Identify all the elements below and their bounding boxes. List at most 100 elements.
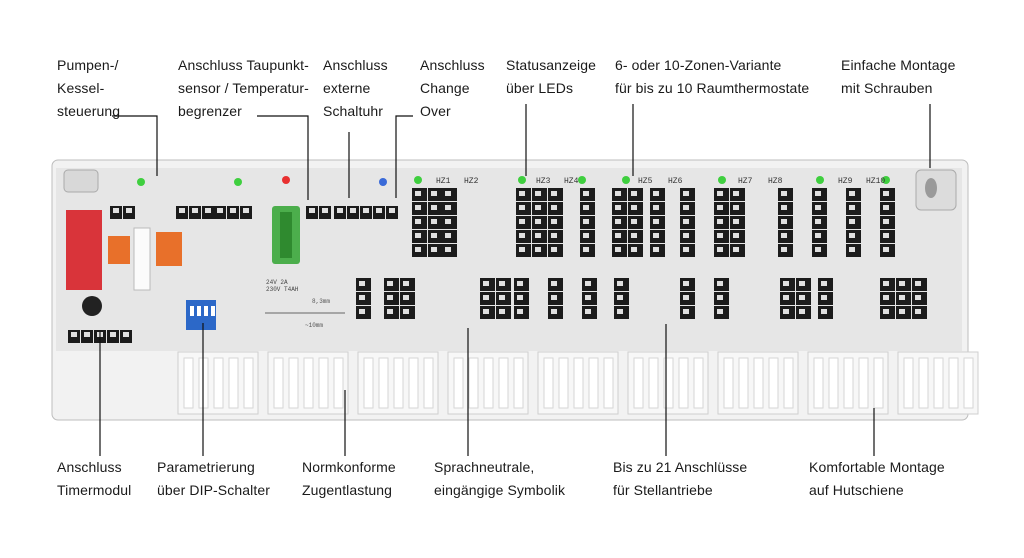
terminal-screw	[615, 247, 621, 252]
terminal-screw	[415, 247, 421, 252]
strain-tooth	[768, 357, 779, 409]
terminal-screw	[389, 208, 395, 213]
terminal-screw	[403, 309, 409, 314]
callout-dip: Parametrierung über DIP-Schalter	[157, 459, 270, 498]
terminal-screw	[535, 191, 541, 196]
strain-tooth	[453, 357, 464, 409]
relay-2	[156, 232, 182, 266]
terminal-screw	[883, 295, 889, 300]
callout-timer-module: Anschluss Timermodul	[57, 459, 132, 498]
terminal-screw	[499, 295, 505, 300]
strain-tooth	[918, 357, 929, 409]
terminal-screw	[363, 208, 369, 213]
terminal-screw	[683, 295, 689, 300]
terminal-screw	[517, 295, 523, 300]
terminal-screw	[783, 295, 789, 300]
terminal-screw	[387, 295, 393, 300]
callout-changeover: Anschluss Change Over	[420, 57, 485, 119]
terminal-screw	[815, 219, 821, 224]
zone-label: HZ3	[536, 177, 551, 186]
terminal-screw	[350, 208, 356, 213]
terminal-screw	[583, 219, 589, 224]
callout-timer-ext: Anschluss externe Schaltuhr	[323, 57, 388, 119]
terminal-screw	[431, 247, 437, 252]
terminal-screw	[717, 219, 723, 224]
terminal-screw	[535, 205, 541, 210]
terminal-screw	[821, 309, 827, 314]
terminal-screw	[631, 219, 637, 224]
terminal-screw	[915, 309, 921, 314]
strain-tooth	[573, 357, 584, 409]
terminal-screw	[821, 281, 827, 286]
terminal-screw	[535, 233, 541, 238]
terminal-screw	[799, 281, 805, 286]
terminal-screw	[583, 191, 589, 196]
strain-tooth	[588, 357, 599, 409]
terminal-screw	[631, 247, 637, 252]
status-led	[414, 176, 422, 184]
terminal-screw	[387, 281, 393, 286]
terminal-screw	[483, 281, 489, 286]
strain-tooth	[318, 357, 329, 409]
terminal-screw	[799, 295, 805, 300]
strain-tooth	[663, 357, 674, 409]
terminal-screw	[376, 208, 382, 213]
terminal-screw	[683, 219, 689, 224]
terminal-screw	[683, 233, 689, 238]
terminal-screw	[217, 208, 223, 213]
terminal-screw	[717, 205, 723, 210]
strain-tooth	[813, 357, 824, 409]
terminal-screw	[781, 219, 787, 224]
terminal-screw	[445, 233, 451, 238]
status-led	[518, 176, 526, 184]
terminal-screw	[415, 219, 421, 224]
terminal-screw	[653, 247, 659, 252]
terminal-screw	[359, 295, 365, 300]
terminal-screw	[899, 281, 905, 286]
strain-tooth	[858, 357, 869, 409]
terminal-screw	[815, 191, 821, 196]
zone-label: HZ2	[464, 177, 479, 186]
red-block	[66, 210, 102, 290]
terminal-screw	[683, 281, 689, 286]
terminal-screw	[617, 309, 623, 314]
terminal-screw	[113, 208, 119, 213]
callout-zones: 6- oder 10-Zonen-Variante für bis zu 10 …	[615, 57, 810, 96]
terminal-screw	[733, 247, 739, 252]
terminal-screw	[915, 281, 921, 286]
terminal-screw	[821, 295, 827, 300]
terminal-screw	[617, 295, 623, 300]
terminal-screw	[71, 332, 77, 337]
mount-pocket-left	[63, 169, 99, 193]
strain-tooth	[693, 357, 704, 409]
strain-tooth	[843, 357, 854, 409]
callout-dew: Anschluss Taupunkt- sensor / Temperatur-…	[178, 57, 309, 119]
terminal-screw	[551, 205, 557, 210]
terminal-screw	[733, 219, 739, 224]
terminal-screw	[631, 191, 637, 196]
strain-tooth	[183, 357, 194, 409]
terminal-screw	[683, 309, 689, 314]
terminal-screw	[733, 233, 739, 238]
zone-label: HZ7	[738, 177, 753, 186]
terminal-screw	[799, 309, 805, 314]
terminal-screw	[683, 191, 689, 196]
terminal-screw	[337, 208, 343, 213]
strain-tooth	[513, 357, 524, 409]
terminal-screw	[783, 281, 789, 286]
terminal-screw	[717, 191, 723, 196]
terminal-screw	[483, 309, 489, 314]
terminal-screw	[551, 233, 557, 238]
terminal-screw	[781, 233, 787, 238]
strain-tooth	[498, 357, 509, 409]
strain-tooth	[603, 357, 614, 409]
strain-tooth	[273, 357, 284, 409]
terminal-screw	[915, 295, 921, 300]
status-led	[718, 176, 726, 184]
fuse	[280, 212, 292, 258]
strain-tooth	[363, 357, 374, 409]
terminal-screw	[387, 309, 393, 314]
terminal-screw	[110, 332, 116, 337]
terminal-screw	[84, 332, 90, 337]
